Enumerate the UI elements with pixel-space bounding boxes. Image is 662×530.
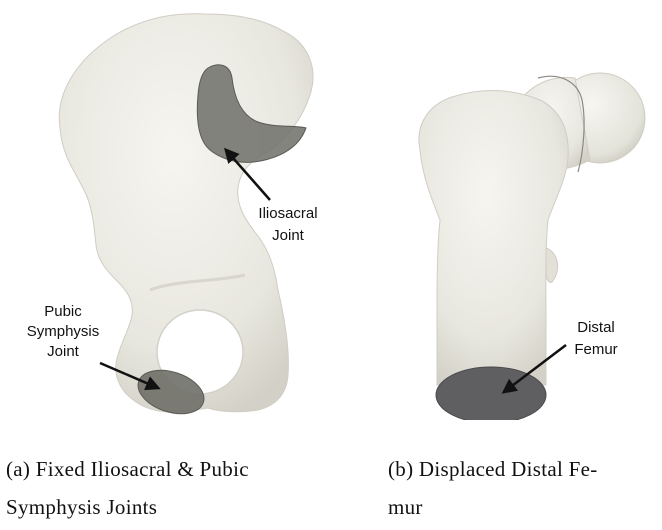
caption-b-line2: mur [388,488,598,526]
iliosacral-label-line1: Iliosacral [258,205,317,222]
caption-a-line2: Symphysis Joints [6,488,249,526]
pubic-label-line3: Joint [47,343,80,360]
caption-b: (b) Displaced Distal Fe- mur [388,450,598,526]
figure-renderings: Iliosacral Joint Pubic Symphysis Joint D… [0,0,662,420]
femur-rendering: Distal Femur [419,73,645,420]
lesser-trochanter [546,248,558,282]
pelvis-rendering: Iliosacral Joint Pubic Symphysis Joint [27,14,318,420]
pubic-label-line2: Symphysis [27,323,100,340]
distal-label-line1: Distal [577,319,615,336]
caption-a: (a) Fixed Iliosacral & Pubic Symphysis J… [6,450,249,526]
distal-label-line2: Femur [574,341,617,358]
pubic-label-line1: Pubic [44,303,82,320]
iliosacral-label-line2: Joint [272,227,305,244]
caption-b-line1: (b) Displaced Distal Fe- [388,450,598,488]
femur-shaft [419,91,568,385]
caption-a-line1: (a) Fixed Iliosacral & Pubic [6,450,249,488]
distal-femur-surface [436,367,546,420]
